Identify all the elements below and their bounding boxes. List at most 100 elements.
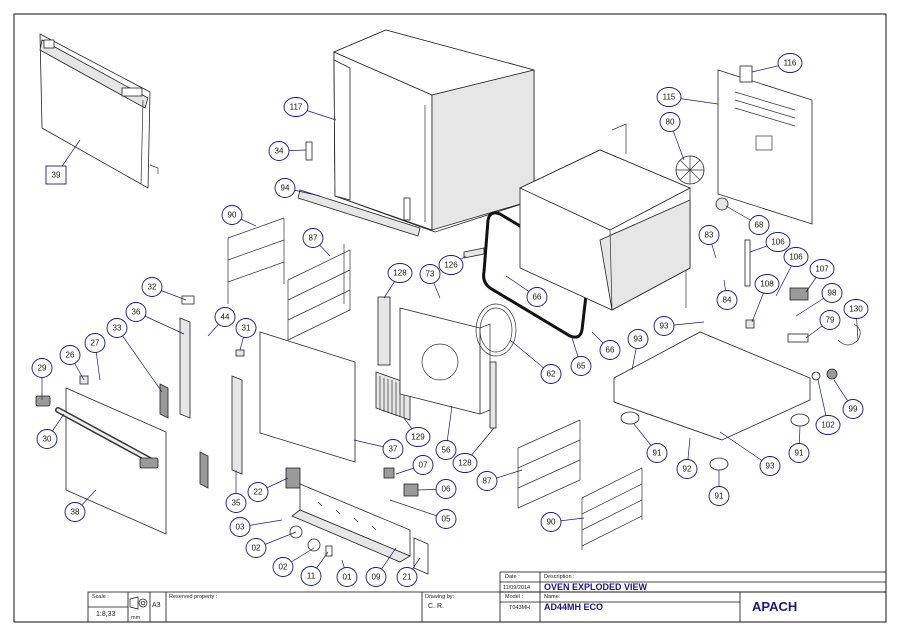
part-callout-30: 30 bbox=[36, 413, 65, 449]
part-callout-68: 68 bbox=[725, 205, 770, 235]
callout-bubble bbox=[336, 567, 358, 587]
callout-bubble bbox=[698, 225, 720, 245]
bracket-116 bbox=[739, 65, 753, 83]
part-callout-44: 44 bbox=[207, 307, 236, 337]
callout-number: 98 bbox=[828, 289, 837, 298]
strip-128-left bbox=[377, 296, 391, 366]
callout-number: 35 bbox=[232, 499, 241, 508]
model-value: T043MH bbox=[509, 605, 530, 611]
callout-number: 27 bbox=[91, 339, 100, 348]
foot-91-b bbox=[790, 413, 810, 427]
callout-number: 129 bbox=[411, 433, 425, 442]
part-callout-93a: 93 bbox=[653, 316, 705, 336]
date-value: 11/09/2014 bbox=[503, 585, 530, 591]
part-callout-26: 26 bbox=[59, 345, 85, 381]
brand-logo: APACH bbox=[752, 599, 797, 614]
part-107 bbox=[789, 287, 809, 301]
callout-bubble bbox=[765, 232, 791, 252]
callout-bubble bbox=[419, 264, 441, 284]
part-06 bbox=[403, 483, 419, 497]
callout-number: 44 bbox=[221, 313, 230, 322]
part-callout-84: 84 bbox=[716, 279, 738, 310]
model-label: Model : bbox=[505, 594, 524, 600]
callout-bubble bbox=[821, 283, 843, 303]
part-callout-102: 102 bbox=[815, 379, 841, 435]
callout-number: 91 bbox=[795, 449, 804, 458]
callout-bubble bbox=[59, 345, 81, 365]
callout-bubble bbox=[435, 440, 457, 460]
title-block: Scale : 1:8,33 mm A3 Reserved property :… bbox=[87, 571, 887, 623]
callout-number: 66 bbox=[533, 293, 542, 302]
callout-number: 107 bbox=[815, 265, 829, 274]
callout-bubble bbox=[656, 87, 682, 107]
leader-line bbox=[116, 327, 163, 393]
part-callout-129: 129 bbox=[403, 417, 431, 447]
callout-number: 115 bbox=[663, 93, 676, 102]
callout-number: 93 bbox=[634, 335, 643, 344]
callout-bubble bbox=[452, 453, 478, 473]
part-108 bbox=[745, 319, 755, 329]
callout-bubble bbox=[229, 517, 251, 537]
callout-number: 26 bbox=[66, 351, 75, 360]
callout-number: 29 bbox=[38, 364, 47, 373]
part-callout-66b: 66 bbox=[591, 331, 621, 360]
callout-number: 91 bbox=[715, 492, 724, 501]
callout-number: 80 bbox=[666, 118, 675, 127]
part-callout-116: 116 bbox=[751, 53, 803, 73]
part-callout-98: 98 bbox=[795, 283, 843, 317]
part-callout-93c: 93 bbox=[719, 431, 781, 476]
heating-element-62 bbox=[475, 303, 517, 357]
callout-number: 94 bbox=[281, 184, 290, 193]
support-bar bbox=[297, 189, 421, 237]
knob-11 bbox=[325, 545, 333, 557]
rear-panel-56 bbox=[399, 307, 491, 415]
callout-number: 11 bbox=[307, 572, 316, 581]
reserved-label: Reserved property : bbox=[169, 594, 218, 600]
callout-bubble bbox=[659, 112, 681, 132]
description-label: Description : bbox=[544, 574, 575, 580]
part-callout-90b: 90 bbox=[540, 512, 585, 532]
callout-bubble bbox=[716, 290, 738, 310]
callout-bubble bbox=[599, 340, 621, 360]
callout-number: 106 bbox=[789, 253, 803, 262]
scale-label: Scale : bbox=[92, 594, 109, 600]
callout-number: 07 bbox=[419, 461, 428, 470]
callout-bubble bbox=[36, 429, 58, 449]
name-value: AD44MH ECO bbox=[544, 602, 603, 612]
callout-number: 68 bbox=[755, 221, 764, 230]
callout-number: 93 bbox=[766, 462, 775, 471]
shelf-87-right bbox=[517, 419, 581, 509]
callout-bubble bbox=[84, 333, 106, 353]
part-callout-62: 62 bbox=[509, 339, 562, 384]
callout-number: 130 bbox=[849, 305, 863, 314]
callout-number: 116 bbox=[784, 59, 797, 68]
handle-cap-r bbox=[139, 457, 159, 469]
callout-number: 21 bbox=[403, 573, 412, 582]
name-label: Name: bbox=[544, 594, 561, 600]
part-callout-39: 39 bbox=[45, 139, 81, 185]
callout-bubble bbox=[274, 178, 296, 198]
callout-number: 02 bbox=[279, 563, 288, 572]
callout-bubble bbox=[365, 567, 387, 587]
callout-number: 09 bbox=[372, 573, 381, 582]
callout-bubble bbox=[646, 443, 668, 463]
part-drawings bbox=[35, 29, 861, 575]
callout-bubble bbox=[245, 538, 267, 558]
callout-bubble bbox=[45, 165, 67, 185]
hinge-33 bbox=[159, 383, 169, 419]
part-callout-106b: 106 bbox=[775, 247, 809, 297]
hinge-35 bbox=[199, 451, 209, 489]
part-99 bbox=[826, 368, 838, 380]
part-callout-91c: 91 bbox=[708, 470, 730, 506]
part-callout-02a: 02 bbox=[245, 531, 297, 558]
part-callout-91a: 91 bbox=[633, 423, 668, 463]
callout-bubble bbox=[387, 263, 413, 283]
sheet-size: A3 bbox=[152, 602, 161, 609]
projection-symbol bbox=[129, 596, 148, 610]
callout-bubble bbox=[283, 97, 309, 117]
callout-bubble bbox=[247, 482, 269, 502]
callout-bubble bbox=[809, 259, 835, 279]
motor-68 bbox=[715, 197, 729, 211]
foot-91-a bbox=[620, 411, 640, 425]
callout-bubble bbox=[272, 557, 294, 577]
